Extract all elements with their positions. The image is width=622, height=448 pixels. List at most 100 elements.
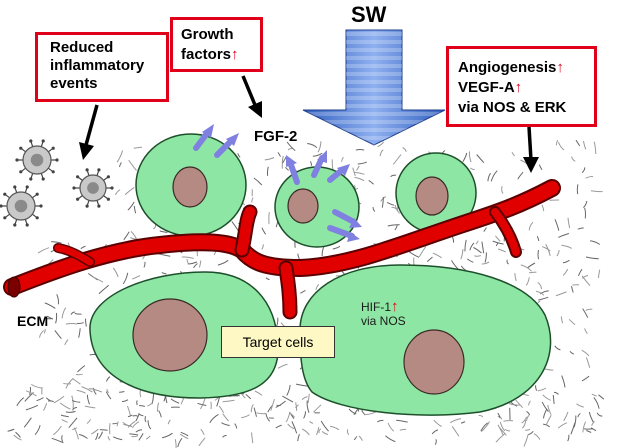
matrix-fibre xyxy=(253,407,257,417)
matrix-fibre xyxy=(70,311,76,315)
matrix-fibre xyxy=(250,404,254,413)
matrix-fibre xyxy=(254,390,263,396)
matrix-fibre xyxy=(222,435,227,438)
matrix-fibre xyxy=(241,414,250,419)
matrix-fibre xyxy=(300,289,306,294)
matrix-fibre xyxy=(571,156,576,162)
matrix-fibre xyxy=(72,378,81,385)
matrix-fibre xyxy=(105,391,112,400)
target-cells-label: Target cells xyxy=(221,326,335,358)
matrix-fibre xyxy=(54,330,62,340)
matrix-fibre xyxy=(426,256,433,262)
matrix-fibre xyxy=(372,207,376,212)
matrix-fibre xyxy=(495,235,501,242)
vessel-opening xyxy=(7,276,21,298)
nucleus xyxy=(132,298,208,372)
matrix-fibre xyxy=(329,425,340,431)
matrix-fibre xyxy=(576,403,584,408)
inflammatory-cell-icon xyxy=(0,185,43,227)
matrix-fibre xyxy=(92,388,102,393)
increase-arrow-icon: ↑ xyxy=(391,298,399,315)
matrix-fibre xyxy=(361,410,366,416)
matrix-fibre xyxy=(506,259,509,265)
matrix-fibre xyxy=(270,398,275,411)
matrix-fibre xyxy=(68,417,78,429)
matrix-fibre xyxy=(547,404,552,415)
matrix-fibre xyxy=(558,141,565,151)
matrix-fibre xyxy=(588,412,595,423)
matrix-fibre xyxy=(504,428,511,432)
matrix-fibre xyxy=(567,217,571,229)
matrix-fibre xyxy=(570,422,576,435)
matrix-fibre xyxy=(434,439,437,445)
matrix-fibre xyxy=(265,413,271,422)
matrix-fibre xyxy=(460,248,464,260)
matrix-fibre xyxy=(495,432,506,443)
matrix-fibre xyxy=(307,393,310,404)
matrix-fibre xyxy=(288,411,296,418)
matrix-fibre xyxy=(585,357,591,368)
matrix-fibre xyxy=(135,413,140,422)
matrix-fibre xyxy=(353,435,358,441)
matrix-fibre xyxy=(152,224,157,230)
reduced-line-1: Reduced xyxy=(50,39,114,56)
matrix-fibre xyxy=(128,159,137,171)
matrix-fibre xyxy=(174,439,177,448)
matrix-fibre xyxy=(591,420,595,426)
matrix-fibre xyxy=(145,435,151,440)
matrix-fibre xyxy=(584,207,586,219)
matrix-fibre xyxy=(517,171,524,180)
matrix-fibre xyxy=(354,176,365,182)
matrix-fibre xyxy=(132,415,139,417)
angio-line-2: VEGF-A↑ xyxy=(458,79,522,97)
matrix-fibre xyxy=(116,150,123,163)
matrix-fibre xyxy=(576,184,579,195)
matrix-fibre xyxy=(15,431,21,438)
growth-line-2: factors↑ xyxy=(181,46,239,64)
matrix-fibre xyxy=(71,400,81,403)
matrix-fibre xyxy=(147,402,153,407)
matrix-fibre xyxy=(237,153,241,158)
matrix-fibre xyxy=(593,397,600,409)
matrix-fibre xyxy=(112,267,119,278)
matrix-fibre xyxy=(497,424,504,436)
matrix-fibre xyxy=(281,155,284,169)
matrix-fibre xyxy=(119,391,125,393)
matrix-fibre xyxy=(581,349,590,357)
matrix-fibre xyxy=(307,143,318,148)
matrix-fibre xyxy=(233,394,240,397)
matrix-fibre xyxy=(240,393,246,399)
matrix-fibre xyxy=(542,394,551,401)
matrix-fibre xyxy=(571,285,574,293)
matrix-fibre xyxy=(297,434,300,442)
matrix-fibre xyxy=(72,406,78,411)
matrix-fibre xyxy=(51,241,62,244)
matrix-fibre xyxy=(37,247,50,254)
matrix-fibre xyxy=(99,429,108,431)
matrix-fibre xyxy=(484,252,487,263)
matrix-fibre xyxy=(563,411,569,422)
matrix-fibre xyxy=(318,428,322,434)
target-cell-right xyxy=(299,264,552,416)
matrix-fibre xyxy=(481,241,485,254)
matrix-fibre xyxy=(286,384,291,396)
matrix-fibre xyxy=(593,141,597,155)
matrix-fibre xyxy=(285,412,291,423)
matrix-fibre xyxy=(313,404,322,413)
matrix-fibre xyxy=(234,423,238,429)
matrix-fibre xyxy=(127,201,135,211)
matrix-fibre xyxy=(132,275,141,280)
matrix-fibre xyxy=(541,401,549,413)
matrix-fibre xyxy=(170,398,180,404)
matrix-fibre xyxy=(65,377,74,389)
matrix-fibre xyxy=(127,420,136,428)
matrix-fibre xyxy=(156,402,160,412)
matrix-fibre xyxy=(112,422,118,425)
matrix-fibre xyxy=(490,170,498,182)
matrix-fibre xyxy=(394,224,398,231)
matrix-fibre xyxy=(355,149,365,151)
matrix-fibre xyxy=(123,231,130,241)
matrix-fibre xyxy=(295,402,298,411)
matrix-fibre xyxy=(39,330,45,338)
matrix-fibre xyxy=(377,141,385,148)
